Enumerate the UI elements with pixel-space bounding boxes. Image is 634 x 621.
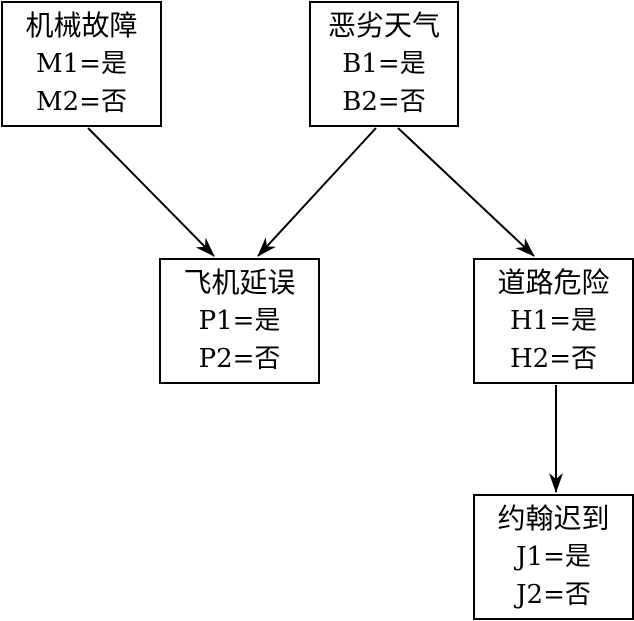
node-title: 道路危险 <box>497 266 610 299</box>
edge-weather-to-road-danger <box>397 127 535 257</box>
node-state-yes: J1=是 <box>516 542 591 572</box>
edge-mechanical-to-flight-delay <box>87 127 215 257</box>
node-flight-delay: 飞机延误 P1=是 P2=否 <box>159 258 320 384</box>
node-state-no: P2=否 <box>198 344 281 374</box>
node-mechanical-failure: 机械故障 M1=是 M2=否 <box>1 1 162 127</box>
node-john-late: 约翰迟到 J1=是 J2=否 <box>473 494 634 620</box>
node-state-yes: H1=是 <box>509 306 597 336</box>
node-state-no: B2=否 <box>342 87 426 117</box>
node-title: 约翰迟到 <box>497 502 610 535</box>
node-title: 飞机延误 <box>183 266 296 299</box>
node-title: 恶劣天气 <box>327 9 440 42</box>
node-state-yes: B1=是 <box>342 49 426 79</box>
node-state-no: H2=否 <box>509 344 597 374</box>
node-state-yes: P1=是 <box>198 306 281 336</box>
node-state-yes: M1=是 <box>36 49 127 79</box>
node-state-no: J2=否 <box>516 580 591 610</box>
node-state-no: M2=否 <box>36 87 127 117</box>
edge-weather-to-flight-delay <box>257 127 377 257</box>
node-road-danger: 道路危险 H1=是 H2=否 <box>473 258 634 384</box>
node-title: 机械故障 <box>25 9 138 42</box>
node-bad-weather: 恶劣天气 B1=是 B2=否 <box>309 1 459 127</box>
